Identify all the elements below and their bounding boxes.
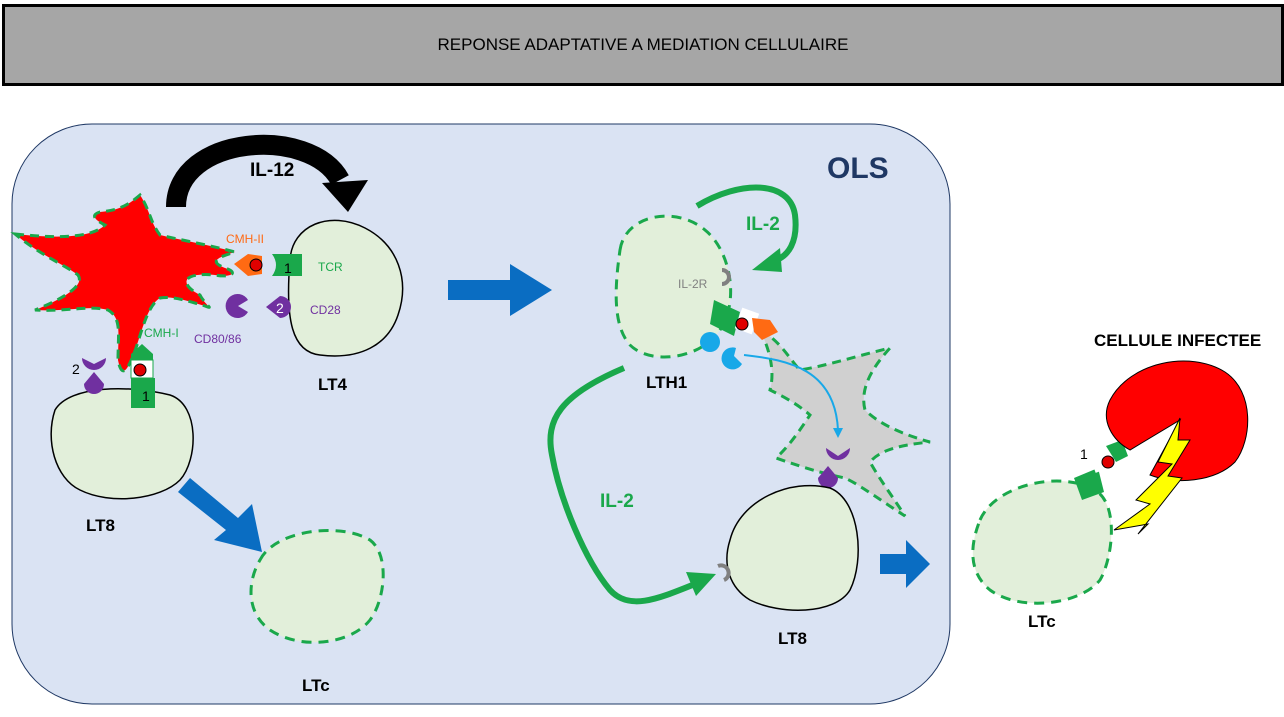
lt8-number-1: 1	[142, 388, 150, 404]
tcr-lt8-shape	[131, 378, 155, 408]
cmh-i-label: CMH-I	[144, 326, 179, 340]
il2-paracrine-arrow	[547, 365, 702, 605]
tcr-shape	[272, 254, 302, 276]
cyan-receptor-1	[700, 332, 720, 352]
lt8-left-label: LT8	[86, 516, 115, 535]
cd28-label: CD28	[310, 303, 341, 317]
il12-arrowhead	[322, 180, 368, 212]
lt4-cell	[287, 219, 404, 357]
lt8-right-cell	[726, 484, 859, 611]
il2r-lt8-shape	[717, 563, 731, 582]
lt8-right-label: LT8	[778, 629, 807, 648]
cd80-86-lt8-shape	[82, 358, 106, 370]
cmh-i-shape	[131, 344, 153, 360]
il2-bottom-label: IL-2	[600, 491, 634, 512]
il12-arrow	[166, 134, 349, 208]
il2r-shape	[721, 268, 731, 286]
infected-cell	[1105, 360, 1249, 482]
grey-apc-cell	[756, 326, 931, 518]
antigen-lth1	[735, 317, 749, 331]
title-bar: REPONSE ADAPTATIVE A MEDIATION CELLULAIR…	[2, 4, 1284, 86]
tcr-label: TCR	[318, 260, 343, 274]
tcr-ltc-shape	[1074, 468, 1104, 500]
lt4-number-2: 2	[276, 300, 284, 316]
cd28-right-shape	[818, 466, 838, 488]
cd28-shape	[266, 296, 291, 318]
lightning-bolt	[1113, 417, 1191, 535]
lt4-label: LT4	[318, 375, 348, 394]
cmh-ii-label: CMH-II	[226, 232, 264, 246]
ltc-left-cell	[249, 529, 385, 644]
cmh-ii-lth1-shape	[752, 318, 778, 340]
ols-label: OLS	[827, 152, 889, 185]
antigen-lt8	[133, 363, 147, 377]
page-title: REPONSE ADAPTATIVE A MEDIATION CELLULAIR…	[437, 35, 849, 54]
blue-arrow-lt4-lth1	[448, 264, 552, 316]
thin-blue-arrowhead	[833, 428, 843, 438]
cd28-lt8-shape	[84, 372, 104, 394]
ltc-right-label: LTc	[1028, 612, 1056, 631]
il2r-label: IL-2R	[678, 277, 708, 291]
cd80-86-right-shape	[826, 448, 850, 460]
il2-top-label: IL-2	[746, 214, 780, 235]
lth1-cell	[614, 214, 733, 359]
cd80-86-shape	[225, 294, 248, 318]
antigen-lt4	[249, 258, 263, 272]
blue-arrow-lt8-ltc	[178, 478, 262, 552]
cd80-86-label: CD80/86	[194, 332, 242, 346]
lt8-number-2: 2	[72, 361, 80, 377]
il2-autocrine-arrowhead	[752, 248, 782, 272]
lt8-left-cell	[50, 388, 194, 500]
il2-paracrine-arrowhead	[686, 572, 716, 596]
dendritic-cell	[10, 192, 241, 373]
tcr-lth1-shape	[710, 300, 740, 336]
ltc-left-label: LTc	[302, 676, 330, 695]
lt4-number-1: 1	[284, 260, 292, 276]
ltc-right-cell	[971, 479, 1113, 605]
blue-arrow-lt8-ltc-right	[880, 540, 930, 588]
thin-blue-arrow	[743, 354, 839, 431]
lth1-label: LTH1	[646, 373, 687, 392]
cellule-infectee-label: CELLULE INFECTEE	[1094, 331, 1261, 350]
ltc-number-1: 1	[1080, 446, 1088, 462]
antigen-ltc	[1101, 455, 1115, 469]
il2-autocrine-arrow	[695, 184, 799, 265]
cyan-receptor-2	[721, 347, 742, 370]
il12-label: IL-12	[250, 160, 294, 181]
